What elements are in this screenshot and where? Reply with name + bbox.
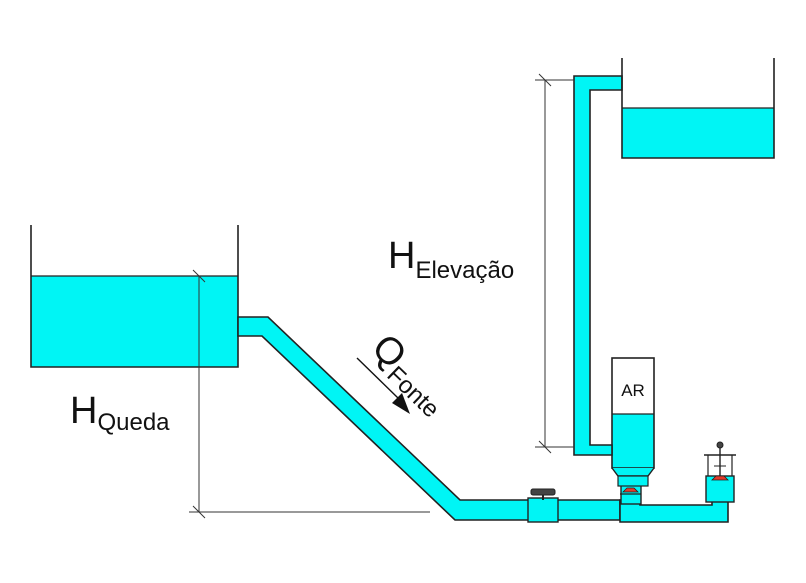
source-water (31, 276, 238, 367)
h-queda-tick-bottom (192, 505, 206, 519)
h-queda-label-sub: Queda (97, 409, 170, 436)
h-elevacao-dimension: HElevação (388, 73, 574, 454)
q-fonte-label-sub: Fonte (382, 361, 445, 423)
delivery-water (622, 108, 774, 158)
h-elevacao-label-main: H (388, 235, 415, 277)
air-chamber-base (611, 467, 655, 477)
waste-valve (704, 441, 736, 503)
h-queda-label-main: H (70, 390, 97, 432)
delivery-pipe (573, 75, 623, 456)
gate-valve-body (527, 497, 559, 523)
ram-body (619, 483, 729, 523)
air-chamber-neck (617, 475, 649, 487)
delivery-check-valve (622, 487, 639, 493)
gate-valve (527, 488, 559, 523)
air-chamber: AR (611, 357, 655, 487)
gate-valve-handwheel (530, 488, 556, 496)
h-elevacao-label: HElevação (388, 235, 514, 284)
h-queda-dimension: HQueda (70, 269, 430, 519)
delivery-pipe-body (573, 75, 623, 456)
h-elevacao-label-sub: Elevação (415, 257, 514, 284)
flow-arrow-shaft (356, 357, 399, 399)
q-fonte-flow: QFonte (356, 326, 445, 423)
air-chamber-air (612, 358, 654, 414)
h-queda-label: HQueda (70, 390, 170, 436)
source-reservoir (30, 225, 239, 368)
air-chamber-label: AR (621, 381, 645, 400)
air-chamber-water (612, 414, 654, 468)
delivery-reservoir (621, 58, 775, 159)
waste-valve-plug (711, 475, 729, 481)
flow-arrowhead-icon (392, 393, 410, 414)
waste-valve-nut (716, 441, 724, 449)
h-queda-tick-top (192, 269, 206, 283)
source-tank-walls (30, 225, 239, 368)
